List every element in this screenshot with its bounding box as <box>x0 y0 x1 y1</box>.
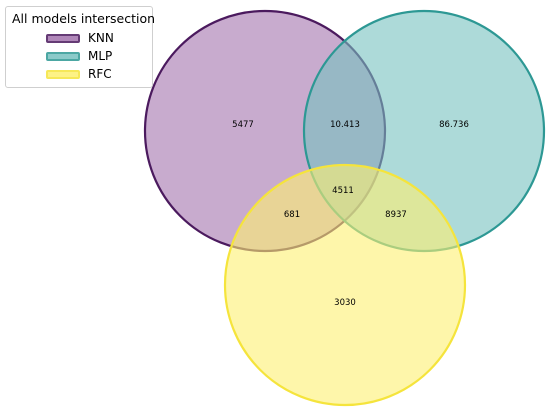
region-mlp-only-count: 86.736 <box>439 120 469 130</box>
legend-label-mlp: MLP <box>88 49 113 63</box>
legend-swatch-mlp <box>46 51 80 61</box>
region-rfc-only-count: 3030 <box>334 298 356 308</box>
legend-item-rfc: RFC <box>12 65 146 83</box>
region-mlp-rfc-count: 8937 <box>385 210 407 220</box>
rfc-circle <box>223 163 467 407</box>
legend-item-mlp: MLP <box>12 47 146 65</box>
region-knn-mlp-count: 10.413 <box>330 120 360 130</box>
legend-item-knn: KNN <box>12 29 146 47</box>
legend-label-knn: KNN <box>88 31 114 45</box>
region-knn-only-count: 5477 <box>232 120 254 130</box>
region-all-three-count: 4511 <box>332 186 354 196</box>
region-knn-rfc-count: 681 <box>284 210 300 220</box>
legend-title: All models intersection <box>12 11 156 26</box>
legend: All models intersection KNN MLP RFC <box>5 6 156 88</box>
legend-swatch-knn <box>46 33 80 43</box>
legend-label-rfc: RFC <box>88 67 112 81</box>
legend-swatch-rfc <box>46 69 80 79</box>
